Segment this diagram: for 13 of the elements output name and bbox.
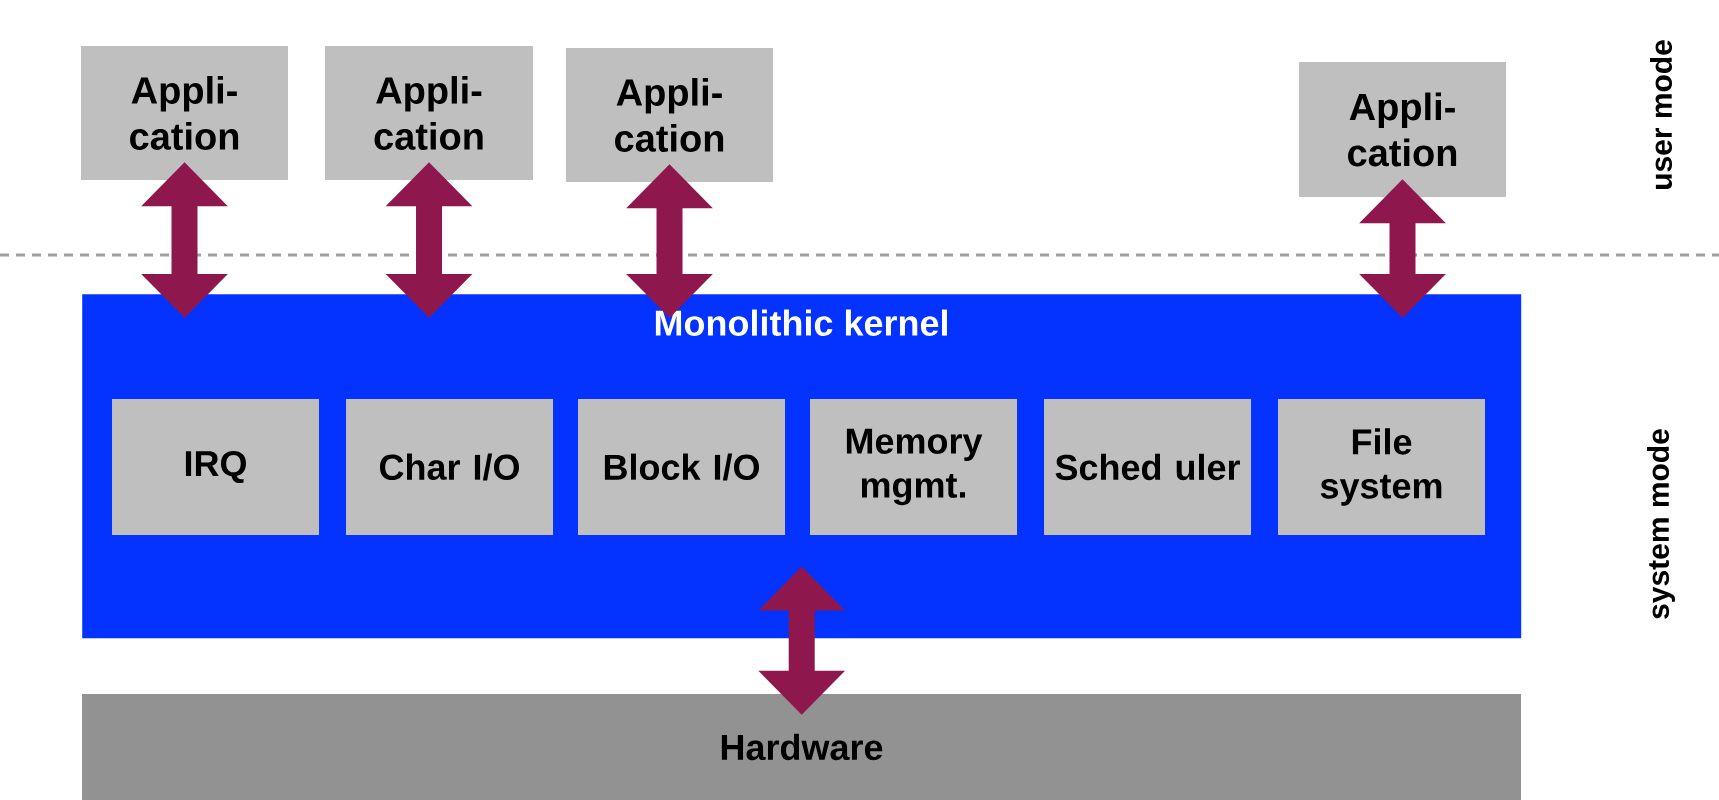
hardware-bar: Hardware [82, 694, 1521, 800]
application-box: Appli- cation [1299, 62, 1506, 197]
mode-label: system mode [1647, 429, 1675, 619]
module-box: File system [1278, 399, 1485, 535]
module-box: Memory mgmt. [810, 399, 1017, 535]
module-box: Char I/O [346, 399, 553, 535]
application-box: Appli- cation [566, 48, 773, 182]
application-box: Appli- cation [81, 46, 288, 180]
module-box: Block I/O [578, 399, 785, 535]
application-box: Appli- cation [325, 46, 533, 180]
module-box: IRQ [112, 399, 319, 535]
mode-label: user mode [1650, 40, 1673, 189]
module-box: Sched uler [1044, 399, 1251, 535]
